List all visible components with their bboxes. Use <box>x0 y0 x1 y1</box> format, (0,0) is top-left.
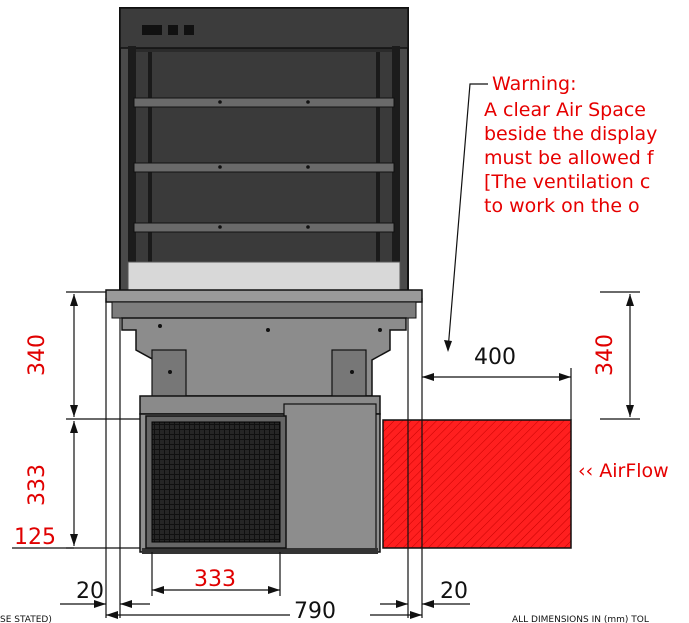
shelf <box>133 162 395 173</box>
display-cabinet <box>119 7 409 293</box>
warning-note: Warning: A clear Air Space beside the di… <box>444 73 657 352</box>
dim-left-lower-height: 333 <box>25 464 50 506</box>
footer-note-left: SE STATED) <box>0 615 52 623</box>
dim-right-gap: 20 <box>440 579 468 604</box>
counter-top <box>105 289 423 303</box>
warning-line: must be allowed f <box>484 147 655 169</box>
dim-base-height: 125 <box>14 525 56 550</box>
shelf <box>133 222 395 233</box>
dim-left-gap: 20 <box>76 579 104 604</box>
dim-air-space-width: 400 <box>474 345 516 370</box>
dim-left-upper-height: 340 <box>25 334 50 376</box>
dim-right-upper-height: 340 <box>593 334 618 376</box>
warning-title: Warning: <box>492 73 577 95</box>
airflow-label: ‹‹ AirFlow <box>578 460 669 482</box>
condenser-grille <box>151 421 281 543</box>
dim-grille-width: 333 <box>194 567 236 592</box>
warning-line: to work on the o <box>484 195 640 217</box>
dimension-lines <box>12 291 640 618</box>
dimension-arrows <box>70 294 634 619</box>
warning-line: A clear Air Space <box>484 99 646 121</box>
footer-note-right: ALL DIMENSIONS IN (mm) TOL <box>512 615 649 623</box>
warning-line: [The ventilation c <box>484 171 650 193</box>
shelf <box>133 97 395 108</box>
airflow-zone <box>382 419 572 549</box>
dim-overall-width: 790 <box>294 599 336 623</box>
control-button <box>142 25 162 35</box>
warning-line: beside the display <box>484 123 657 145</box>
